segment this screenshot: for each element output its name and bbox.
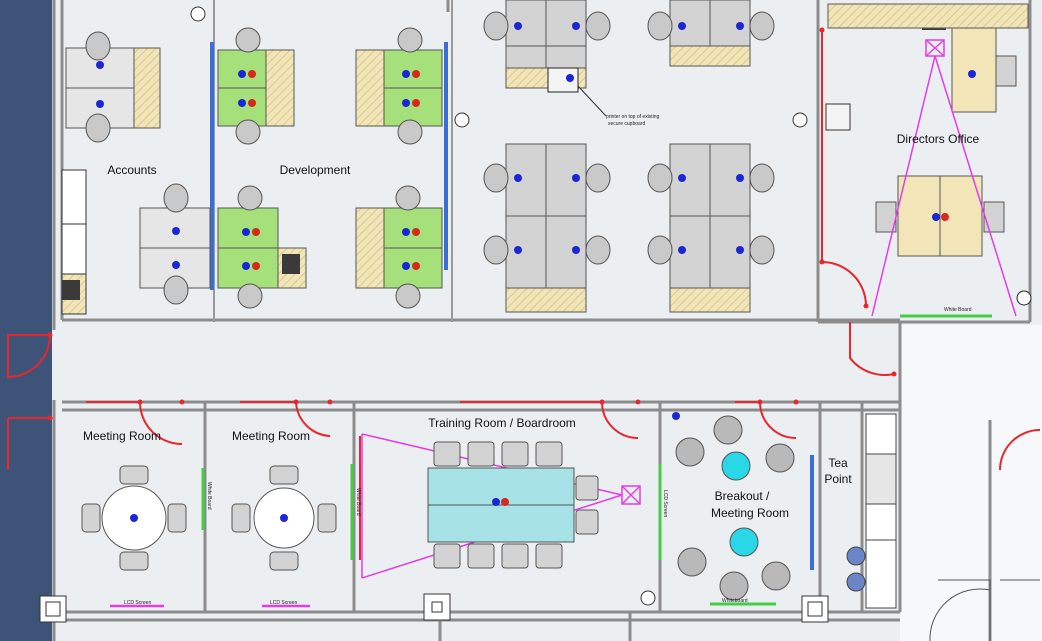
lcd-screen-label-2: LCD Screen: [270, 600, 298, 606]
tea-point-fixtures: [846, 413, 897, 609]
printer-note-line2: secure cupboard: [608, 121, 646, 127]
desk-chairs: [85, 11, 775, 309]
room-label-tea-line1: Tea: [828, 456, 848, 470]
boardroom-table: [427, 441, 599, 569]
printer-units: [62, 8, 946, 300]
workstation-markers: [96, 22, 744, 270]
whiteboard-label-breakout: Whiteboard: [722, 598, 748, 604]
room-label-tea-line2: Point: [824, 472, 852, 486]
room-label-development: Development: [279, 163, 351, 177]
room-label-training-room: Training Room / Boardroom: [428, 416, 576, 430]
right-exterior: [900, 325, 1042, 641]
doors: [7, 30, 1041, 560]
left-backdrop: [0, 0, 52, 641]
glass-partitions: [210, 42, 814, 570]
breakout-furniture: [672, 412, 795, 601]
room-label-accounts: Accounts: [107, 163, 157, 177]
printer-note-line1: printer on top of existing: [606, 114, 660, 120]
room-label-meeting-room-2: Meeting Room: [231, 429, 311, 443]
lcd-screen-label-1: LCD Screen: [124, 600, 152, 606]
whiteboard-label-meeting1: White Board: [206, 482, 212, 510]
directors-office-furniture: [827, 3, 1032, 306]
exterior-door: [929, 579, 1040, 641]
room-label-breakout-line1: Breakout /: [714, 489, 770, 503]
whiteboard-label-directors: White Board: [944, 307, 972, 313]
lcd-label-breakout: LCD Screen: [662, 490, 668, 518]
room-label-breakout-line2: Meeting Room: [710, 506, 790, 520]
door-hinges: [47, 27, 897, 421]
floor-boxes: [39, 6, 829, 623]
whiteboard-label-training: White Board: [355, 488, 361, 516]
meeting-room-tables: [81, 465, 337, 571]
printer-cupboard: [547, 67, 607, 117]
room-label-directors-office: Directors Office: [896, 132, 980, 146]
walls: [52, 0, 1032, 641]
whiteboards: [201, 314, 992, 606]
room-label-meeting-room-1: Meeting Room: [82, 429, 162, 443]
open-plan-desks: [505, 0, 751, 313]
